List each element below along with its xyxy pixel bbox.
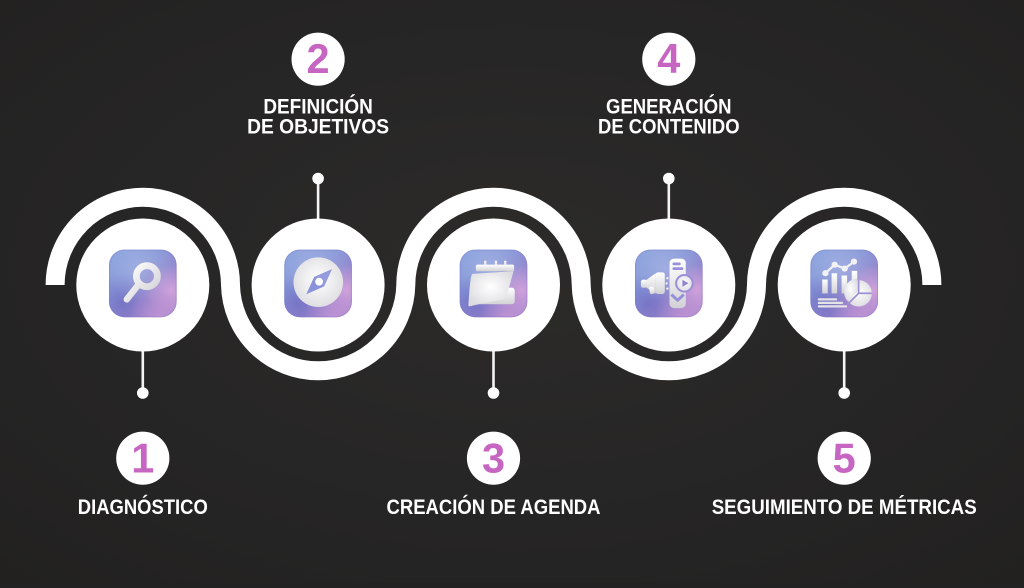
svg-text:DIAGNÓSTICO: DIAGNÓSTICO — [78, 494, 208, 519]
svg-text:4: 4 — [657, 35, 680, 82]
svg-text:SEGUIMIENTO DE MÉTRICAS: SEGUIMIENTO DE MÉTRICAS — [712, 494, 977, 519]
svg-text:GENERACIÓN: GENERACIÓN — [606, 93, 732, 118]
svg-text:DE CONTENIDO: DE CONTENIDO — [598, 115, 740, 139]
svg-text:DE OBJETIVOS: DE OBJETIVOS — [247, 115, 389, 139]
svg-text:2: 2 — [307, 35, 330, 82]
svg-text:1: 1 — [131, 435, 154, 482]
svg-text:5: 5 — [833, 435, 856, 482]
svg-text:CREACIÓN DE AGENDA: CREACIÓN DE AGENDA — [387, 494, 601, 519]
svg-text:3: 3 — [482, 435, 505, 482]
svg-text:DEFINICIÓN: DEFINICIÓN — [263, 93, 373, 118]
